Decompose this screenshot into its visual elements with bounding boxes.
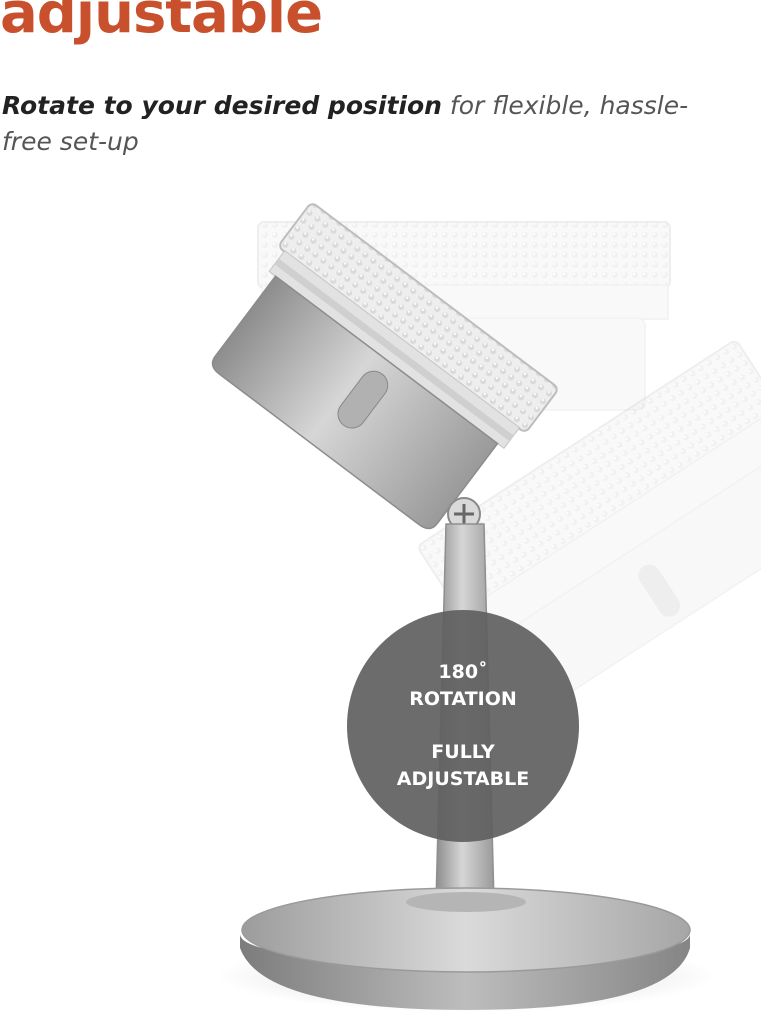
base-top: [241, 887, 691, 973]
product-image: [211, 203, 761, 1012]
subtitle: Rotate to your desired position for flex…: [2, 88, 702, 160]
subtitle-rest: for flexible, hassle-free set-up: [2, 91, 689, 156]
base-foot: [406, 892, 526, 912]
lamp-head: [211, 203, 558, 530]
headline: adjustable: [0, 0, 323, 46]
rotation-badge: 180˚ ROTATION FULLY ADJUSTABLE: [347, 610, 579, 842]
ghost-head-tilted: [418, 340, 761, 696]
badge-degrees: 180˚: [438, 661, 488, 683]
badge-adjustable: ADJUSTABLE: [396, 768, 530, 790]
badge-fully: FULLY: [431, 741, 495, 763]
subtitle-emphasis: Rotate to your desired position: [2, 91, 442, 120]
badge-rotation: ROTATION: [409, 688, 517, 710]
